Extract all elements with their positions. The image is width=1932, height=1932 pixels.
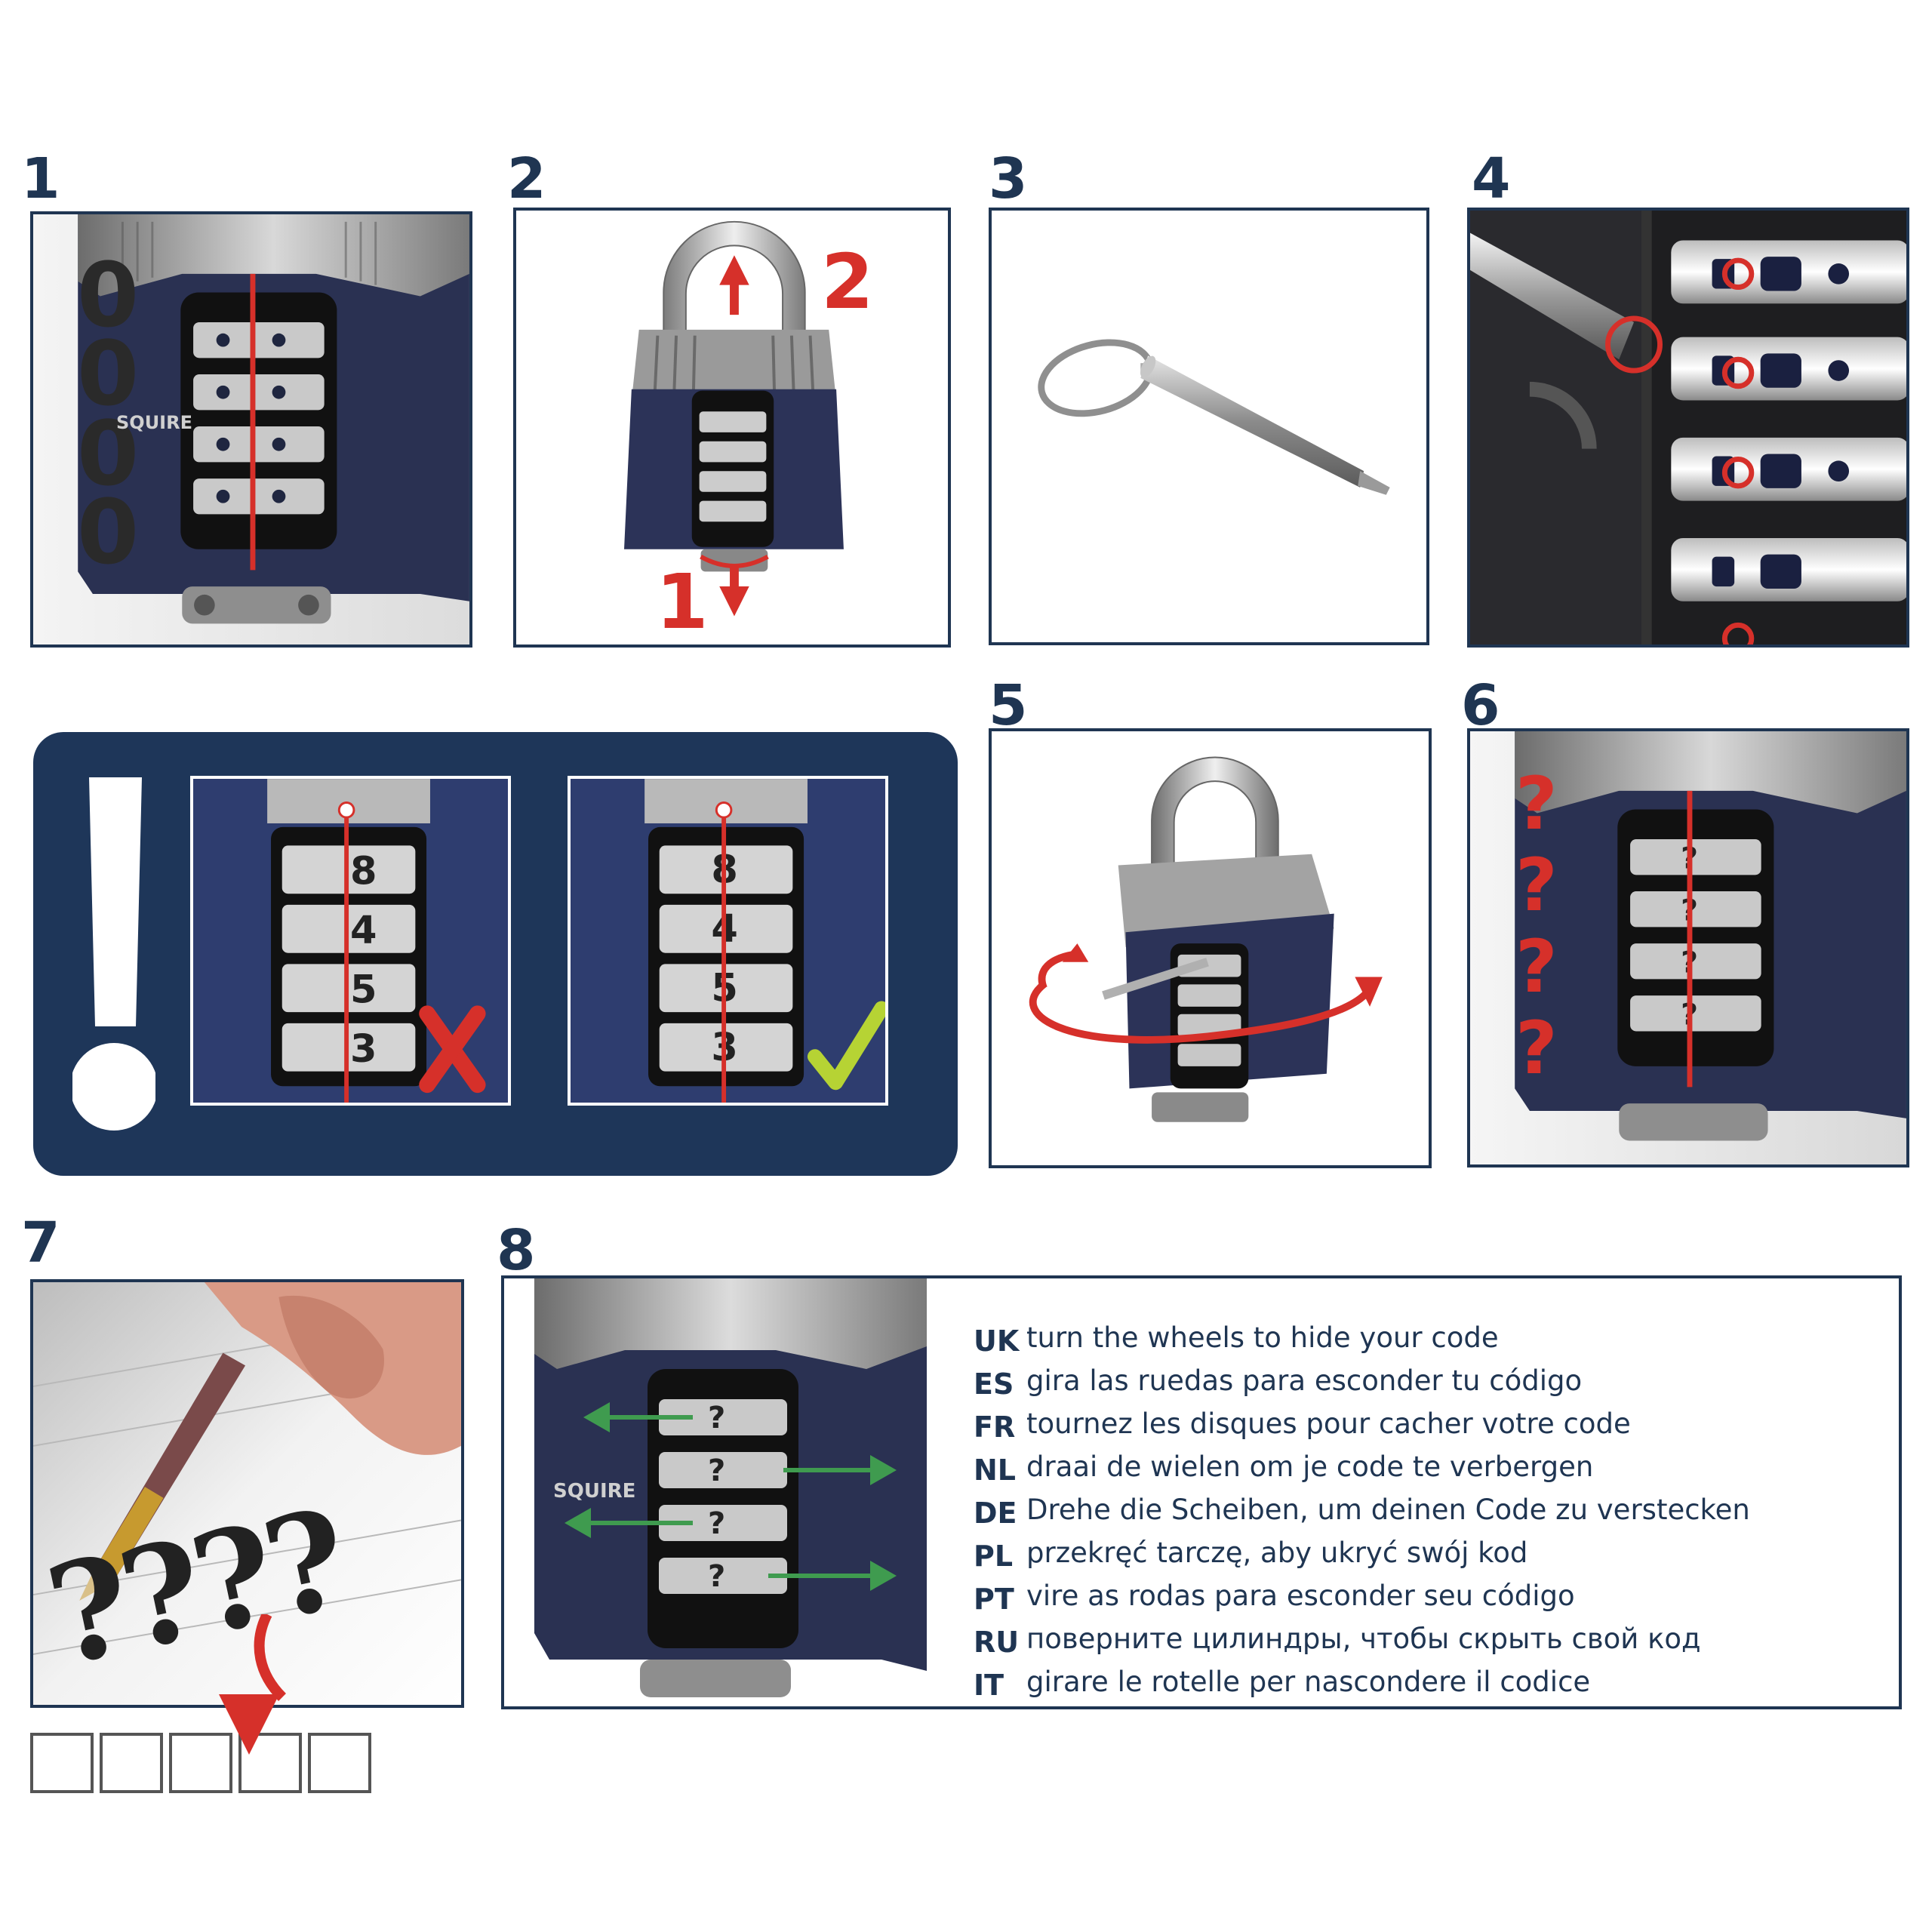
instruction-text-es: gira las ruedas para esconder tu código: [1026, 1364, 1583, 1397]
step-number-2: 2: [507, 146, 546, 211]
lang-code-de: DE: [974, 1497, 1017, 1530]
step-2-label-2: 2: [821, 238, 874, 326]
instruction-text-uk: turn the wheels to hide your code: [1026, 1321, 1499, 1354]
instruction-text-nl: draai de wielen om je code te verbergen: [1026, 1451, 1594, 1483]
arrow-down-head-icon: [219, 1694, 279, 1755]
code-box-5[interactable]: [308, 1733, 371, 1793]
instruction-text-fr: tournez les disques pour cacher votre co…: [1026, 1407, 1631, 1440]
lang-code-it: IT: [974, 1669, 1004, 1702]
arrow-down-icon: [254, 1614, 287, 1701]
step-number-6: 6: [1461, 673, 1500, 738]
step-number-8: 8: [497, 1218, 536, 1283]
instruction-text-de: Drehe die Scheiben, um deinen Code zu ve…: [1026, 1494, 1750, 1526]
warning-box: 8 4 5 3 8 4 5 3: [33, 732, 958, 1176]
wheel-mark-b: ?: [708, 1454, 725, 1488]
wrong-digit-4: 4: [350, 909, 377, 953]
code-box-2[interactable]: [100, 1733, 163, 1793]
digit-0-c: 0: [77, 401, 140, 506]
correct-alignment-example: 8 4 5 3: [568, 776, 888, 1106]
code-box-3[interactable]: [169, 1733, 232, 1793]
digit-0-a: 0: [77, 243, 140, 347]
instruction-text-ru: поверните цилиндры, чтобы скрыть свой ко…: [1026, 1623, 1701, 1655]
instruction-text-pl: przekręć tarczę, aby ukryć swój kod: [1026, 1537, 1528, 1569]
step-number-5: 5: [989, 673, 1028, 738]
lang-code-fr: FR: [974, 1411, 1016, 1444]
squire-logo: SQUIRE: [116, 412, 192, 433]
wrong-digit-5: 5: [350, 968, 377, 1012]
step-number-3: 3: [989, 146, 1028, 211]
step-1-panel: 0 0 0 0 SQUIRE: [30, 211, 472, 648]
lang-code-pl: PL: [974, 1540, 1014, 1573]
instruction-text-pt: vire as rodas para esconder seu código: [1026, 1580, 1575, 1612]
instruction-text-it: girare le rotelle per nascondere il codi…: [1026, 1666, 1591, 1698]
lock-reset-front-illustration: [33, 214, 469, 645]
step-5-panel: [989, 728, 1432, 1168]
step-number-7: 7: [21, 1211, 60, 1275]
question-mark-3: ?: [1515, 924, 1558, 1009]
reset-tool-illustration: [1038, 339, 1390, 495]
tool-insert-closeup-illustration: [1470, 211, 1906, 645]
step-3-panel: [989, 208, 1429, 645]
wheel-mark-d: ?: [708, 1559, 725, 1594]
step-8-panel: ? ? ? ? SQUIRE: [501, 1275, 1902, 1709]
wrong-digit-3: 3: [350, 1027, 377, 1072]
write-code-illustration: [33, 1282, 461, 1705]
question-mark-1: ?: [1515, 761, 1558, 846]
check-icon: [807, 1001, 885, 1091]
code-box-1[interactable]: [30, 1733, 94, 1793]
rotate-lock-illustration: [1029, 756, 1383, 1122]
cross-icon: [419, 1005, 486, 1094]
step-4-panel: [1467, 208, 1909, 648]
scramble-code-illustration: ? ? ? ?: [1470, 731, 1906, 1164]
step-2-label-1: 1: [656, 558, 709, 646]
lang-code-es: ES: [974, 1367, 1014, 1401]
wrong-digit-8: 8: [350, 849, 377, 894]
lang-code-uk: UK: [974, 1324, 1020, 1358]
squire-logo-step8: SQUIRE: [553, 1480, 635, 1503]
lang-code-ru: RU: [974, 1626, 1020, 1659]
step-7-panel: ????: [30, 1279, 464, 1708]
step-number-1: 1: [21, 146, 60, 211]
lang-code-pt: PT: [974, 1583, 1014, 1616]
lang-code-nl: NL: [974, 1454, 1017, 1487]
step-number-4: 4: [1472, 146, 1511, 211]
digit-0-b: 0: [77, 321, 140, 426]
exclamation-icon: [70, 777, 158, 1132]
question-mark-2: ?: [1515, 843, 1558, 928]
question-mark-4: ?: [1515, 1006, 1558, 1091]
wheel-mark-c: ?: [708, 1506, 725, 1541]
hide-code-illustration: ? ? ? ? SQUIRE: [504, 1278, 927, 1706]
step-2-panel: 2 1: [513, 208, 951, 648]
lock-release-illustration: [624, 220, 844, 617]
digit-0-d: 0: [77, 480, 140, 584]
wrong-alignment-example: 8 4 5 3: [190, 776, 511, 1106]
step-6-panel: ? ? ? ? ? ? ? ?: [1467, 728, 1909, 1168]
wheel-mark-a: ?: [708, 1401, 725, 1435]
code-box-4[interactable]: [238, 1733, 302, 1793]
